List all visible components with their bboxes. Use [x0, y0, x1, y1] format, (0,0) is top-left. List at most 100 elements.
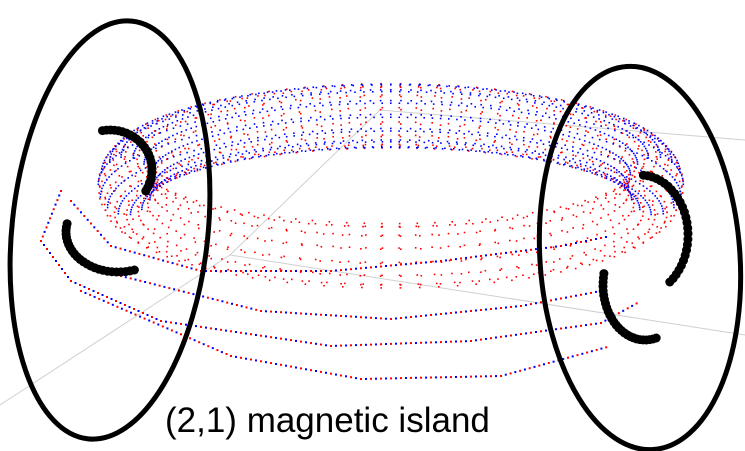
red-field-point [154, 118, 157, 121]
lower-line-point [93, 295, 96, 298]
blue-field-point [518, 108, 520, 110]
blue-field-point [237, 151, 240, 154]
blue-field-point [346, 147, 349, 150]
lower-line-point [80, 290, 82, 292]
lower-line-point [220, 270, 222, 272]
blue-field-point [353, 146, 356, 149]
blue-field-point [488, 94, 491, 96]
red-field-point [226, 248, 229, 250]
blue-field-point [573, 136, 576, 139]
blue-field-point [347, 103, 349, 105]
red-field-point [246, 237, 249, 240]
blue-field-point [433, 147, 435, 150]
red-field-point [253, 117, 256, 119]
blue-field-point [215, 144, 218, 146]
red-field-point [251, 277, 254, 279]
blue-field-point [112, 148, 114, 151]
blue-field-point [306, 87, 309, 90]
blue-field-point [372, 102, 375, 105]
blue-field-point [661, 152, 663, 154]
red-field-point [167, 180, 169, 183]
red-field-point [323, 284, 325, 287]
blue-field-point [205, 167, 207, 169]
red-field-point [380, 86, 382, 89]
blue-field-point [400, 113, 402, 116]
blue-field-point [229, 131, 232, 133]
blue-field-point [535, 114, 537, 116]
red-field-point [125, 214, 128, 216]
red-field-point [264, 131, 267, 133]
red-field-point [381, 274, 383, 277]
lower-line-point [70, 280, 72, 282]
lower-line-point [260, 360, 262, 363]
red-field-point [619, 162, 621, 164]
blue-field-point [355, 147, 357, 149]
red-field-point [523, 143, 525, 146]
red-field-point [494, 88, 496, 90]
blue-field-point [271, 120, 274, 123]
blue-field-point [285, 96, 287, 99]
blue-field-point [524, 150, 527, 153]
red-field-point [545, 95, 547, 98]
lower-line-point [55, 260, 57, 262]
blue-field-point [151, 132, 153, 134]
lower-line-point [41, 235, 44, 238]
blue-field-point [156, 176, 158, 179]
blue-field-point [129, 211, 132, 213]
lower-line-point [380, 265, 382, 268]
red-field-point [180, 134, 182, 136]
blue-field-point [359, 100, 361, 102]
blue-field-point [406, 116, 409, 119]
red-field-point [311, 219, 314, 222]
red-field-point [307, 222, 310, 225]
red-field-point [664, 169, 667, 172]
blue-field-point [255, 93, 257, 96]
blue-field-point [527, 109, 529, 112]
red-field-point [553, 210, 555, 213]
blue-field-point [645, 132, 647, 135]
blue-field-point [547, 96, 549, 99]
blue-field-point [132, 204, 134, 206]
lower-line-point [600, 237, 602, 239]
red-field-point [320, 125, 323, 128]
red-field-point [494, 229, 496, 232]
blue-field-point [338, 103, 341, 106]
red-field-point [286, 141, 289, 143]
red-field-point [362, 144, 364, 147]
red-field-point [553, 122, 555, 124]
blue-field-point [629, 171, 632, 174]
lower-line-point [295, 270, 297, 272]
red-field-point [414, 121, 417, 124]
blue-field-point [578, 138, 581, 141]
blue-field-point [440, 101, 443, 103]
lower-line-point [315, 313, 317, 316]
lower-line-point [148, 319, 151, 322]
blue-field-point [420, 100, 423, 102]
blue-field-point [638, 204, 640, 206]
red-field-point [233, 107, 236, 110]
red-field-point [623, 181, 625, 183]
blue-field-point [150, 148, 153, 151]
blue-field-point [340, 117, 342, 120]
red-field-point [614, 114, 617, 116]
blue-field-point [578, 103, 580, 105]
blue-field-point [427, 139, 430, 142]
blue-field-point [371, 84, 373, 86]
red-field-point [596, 111, 598, 113]
blue-field-point [635, 127, 637, 130]
blue-field-point [166, 129, 168, 132]
blue-field-point [670, 151, 673, 153]
red-field-point [155, 251, 158, 254]
red-field-point [559, 206, 562, 208]
red-field-point [567, 103, 570, 106]
red-field-point [180, 250, 182, 252]
blue-field-point [155, 144, 157, 146]
red-field-point [381, 143, 384, 146]
blue-field-point [408, 84, 411, 86]
red-field-point [328, 96, 331, 98]
red-field-point [361, 235, 363, 237]
red-field-point [128, 236, 131, 238]
blue-field-point [550, 131, 552, 133]
red-field-point [613, 125, 616, 128]
